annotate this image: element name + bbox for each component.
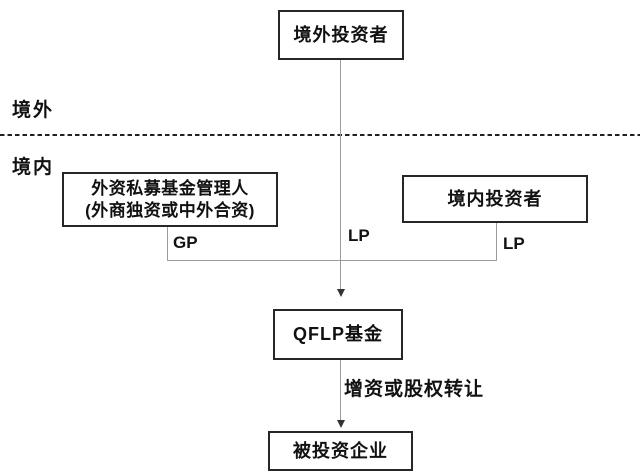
node-foreign-investor: 境外投资者: [278, 10, 404, 60]
node-foreign-investor-label: 境外投资者: [293, 24, 389, 45]
edge-label-lp-right: LP: [503, 234, 525, 253]
connector-qflp-to-investee: [340, 360, 341, 420]
node-investee-label: 被投资企业: [293, 440, 388, 461]
region-label-offshore: 境外: [12, 100, 55, 121]
node-domestic-investor: 境内投资者: [402, 175, 588, 223]
node-domestic-investor-label: 境内投资者: [447, 188, 543, 209]
node-fund-manager-label-line2: (外商独资或中外合资): [85, 200, 255, 220]
arrowhead-into-investee-icon: [337, 420, 345, 428]
connector-fund-manager-drop: [167, 227, 168, 261]
node-qflp-fund: QFLP基金: [273, 309, 403, 360]
node-qflp-fund-label: QFLP基金: [293, 324, 383, 345]
arrowhead-into-qflp-icon: [337, 289, 345, 297]
connector-domestic-investor-drop: [496, 223, 497, 261]
connector-horizontal-bus: [167, 260, 497, 261]
region-label-onshore: 境内: [12, 157, 55, 178]
edge-label-capital-increase-or-equity-transfer: 增资或股权转让: [344, 379, 485, 400]
edge-label-gp: GP: [173, 233, 198, 252]
connector-foreign-investor-to-qflp: [340, 60, 341, 289]
offshore-onshore-dashed-divider: [0, 134, 640, 136]
node-foreign-private-fund-manager: 外资私募基金管理人 (外商独资或中外合资): [62, 172, 278, 227]
node-investee-enterprise: 被投资企业: [268, 431, 413, 471]
node-fund-manager-label-line1: 外资私募基金管理人: [91, 179, 249, 199]
edge-label-lp-center: LP: [348, 226, 370, 245]
